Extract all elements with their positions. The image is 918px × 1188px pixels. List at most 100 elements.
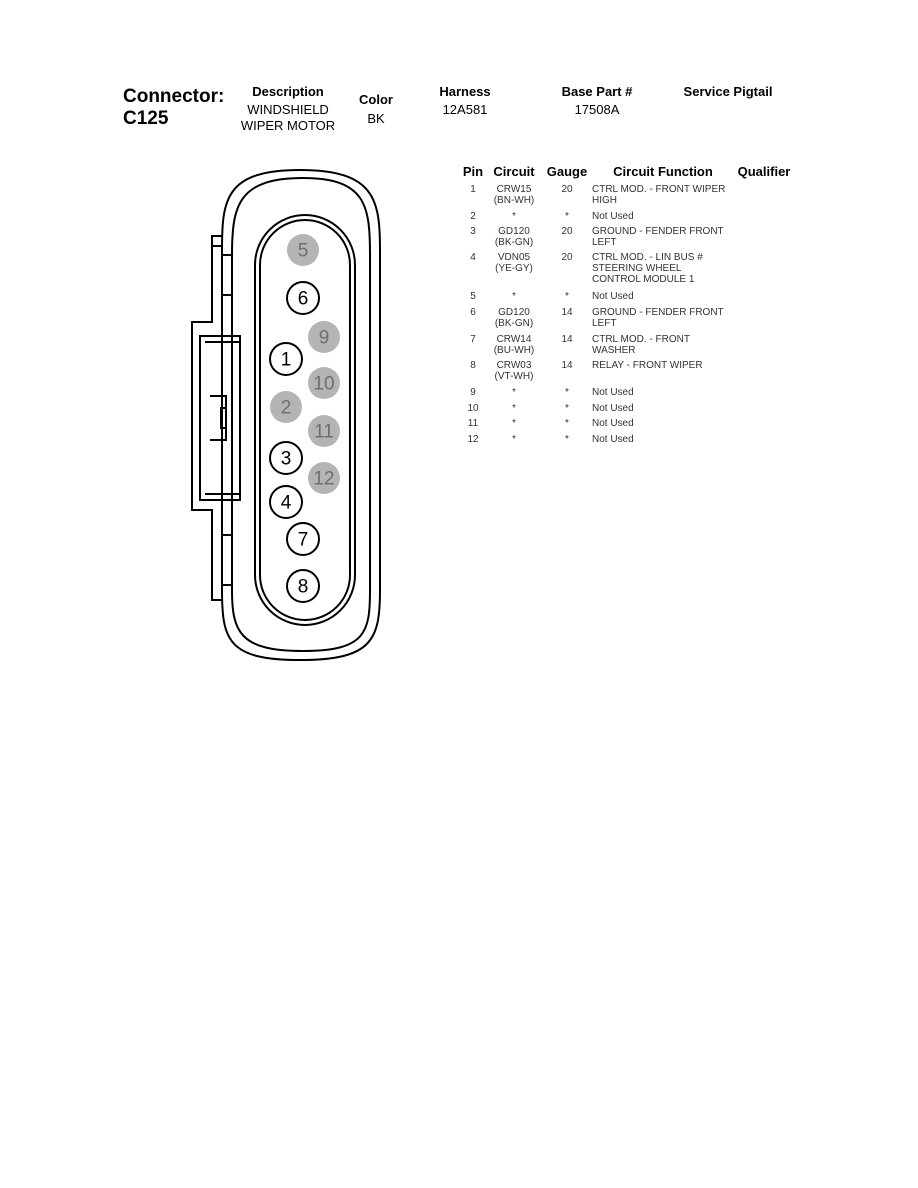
circuit-line: CRW15 <box>496 184 532 195</box>
pin-circle <box>308 321 340 353</box>
function-line: WASHER <box>592 345 636 356</box>
function-line: LEFT <box>592 318 617 329</box>
description-header: Description <box>252 84 324 99</box>
color-value: BK <box>367 111 385 126</box>
pin-label: 6 <box>298 289 309 310</box>
circuit-line: (BK-GN) <box>494 318 534 329</box>
cell-circuit: GD120(BK-GN) <box>488 307 540 329</box>
function-line: CTRL MOD. - FRONT <box>592 334 690 345</box>
pin-circle <box>308 462 340 494</box>
housing-inner-rim <box>231 176 371 653</box>
pin-circle <box>287 234 319 266</box>
cell-pin: 5 <box>470 291 476 302</box>
description-line-1: WINDSHIELD <box>247 102 329 117</box>
th-circuit: Circuit <box>493 164 535 179</box>
description-value: WINDSHIELD WIPER MOTOR <box>233 102 343 134</box>
pin-label: 12 <box>313 469 334 490</box>
connector-header: Connector: C125 <box>123 86 224 130</box>
base-part-value: 17508A <box>574 102 620 117</box>
cell-gauge: 20 <box>561 252 573 263</box>
cell-circuit: * <box>512 434 516 445</box>
cell-gauge: 14 <box>561 360 573 371</box>
latch-body-inner <box>205 341 233 495</box>
cell-circuit: * <box>512 403 516 414</box>
cell-circuit: * <box>512 418 516 429</box>
latch-body <box>199 335 241 501</box>
pin-10: 10 <box>308 367 340 399</box>
cell-pin: 11 <box>467 418 479 429</box>
cell-circuit: CRW15(BN-WH) <box>488 184 540 206</box>
pin-4: 4 <box>269 485 303 519</box>
cell-pin: 10 <box>467 403 479 414</box>
cell-pin: 4 <box>470 252 476 263</box>
pin-cavity-outer <box>254 214 356 626</box>
cell-pin: 1 <box>470 184 476 195</box>
base-part-header: Base Part # <box>561 84 633 99</box>
circuit-line: (YE-GY) <box>495 263 533 274</box>
cell-function: Not Used <box>592 387 634 398</box>
cell-pin: 2 <box>470 211 476 222</box>
circuit-line: GD120 <box>498 226 530 237</box>
cell-function: Not Used <box>592 403 634 414</box>
pin-circle <box>308 415 340 447</box>
pin-circle <box>286 522 320 556</box>
pin-circle <box>270 391 302 423</box>
cell-gauge: * <box>565 403 569 414</box>
latch-outline <box>191 235 222 601</box>
function-line: CONTROL MODULE 1 <box>592 274 695 285</box>
pin-8: 8 <box>286 569 320 603</box>
pin-1: 1 <box>269 342 303 376</box>
cell-function: Not Used <box>592 211 634 222</box>
latch-slot <box>220 407 227 429</box>
harness-value: 12A581 <box>442 102 488 117</box>
pin-circle <box>269 441 303 475</box>
pin-label: 1 <box>281 350 292 371</box>
circuit-line: VDN05 <box>497 252 531 263</box>
pin-circle <box>308 367 340 399</box>
cell-circuit: CRW03(VT-WH) <box>488 360 540 382</box>
cell-gauge: * <box>565 434 569 445</box>
cell-pin: 8 <box>470 360 476 371</box>
th-gauge: Gauge <box>546 164 588 179</box>
circuit-line: GD120 <box>498 307 530 318</box>
cell-pin: 12 <box>467 434 479 445</box>
cell-function: Not Used <box>592 291 634 302</box>
housing-outer <box>221 168 381 662</box>
harness-header: Harness <box>439 84 491 99</box>
pin-circle <box>269 342 303 376</box>
pin-2: 2 <box>270 391 302 423</box>
pin-11: 11 <box>308 415 340 447</box>
cell-gauge: 14 <box>561 307 573 318</box>
pin-label: 10 <box>313 374 334 395</box>
pin-cavity-inner <box>259 219 351 621</box>
connector-label: Connector: <box>123 86 225 107</box>
cell-gauge: * <box>565 418 569 429</box>
circuit-line: (BN-WH) <box>493 195 535 206</box>
latch-notch-lower <box>222 534 233 586</box>
function-line: HIGH <box>592 195 617 206</box>
circuit-line: CRW14 <box>496 334 532 345</box>
pin-7: 7 <box>286 522 320 556</box>
pin-3: 3 <box>269 441 303 475</box>
pin-label: 7 <box>298 530 309 551</box>
service-pigtail-header: Service Pigtail <box>683 84 773 99</box>
circuit-line: CRW03 <box>496 360 532 371</box>
cell-gauge: * <box>565 211 569 222</box>
cell-gauge: 20 <box>561 184 573 195</box>
circuit-line: (BK-GN) <box>494 237 534 248</box>
description-line-2: WIPER MOTOR <box>240 118 336 133</box>
function-line: STEERING WHEEL <box>592 263 682 274</box>
cell-circuit: * <box>512 211 516 222</box>
connector-housing <box>191 168 381 662</box>
function-line: CTRL MOD. - FRONT WIPER <box>592 184 726 195</box>
cell-pin: 7 <box>470 334 476 345</box>
latch-notch-upper <box>222 254 233 296</box>
cell-gauge: 20 <box>561 226 573 237</box>
pin-circle <box>286 569 320 603</box>
cell-circuit: VDN05(YE-GY) <box>488 252 540 274</box>
function-line: GROUND - FENDER FRONT <box>592 226 724 237</box>
cell-gauge: * <box>565 291 569 302</box>
pin-circle <box>286 281 320 315</box>
